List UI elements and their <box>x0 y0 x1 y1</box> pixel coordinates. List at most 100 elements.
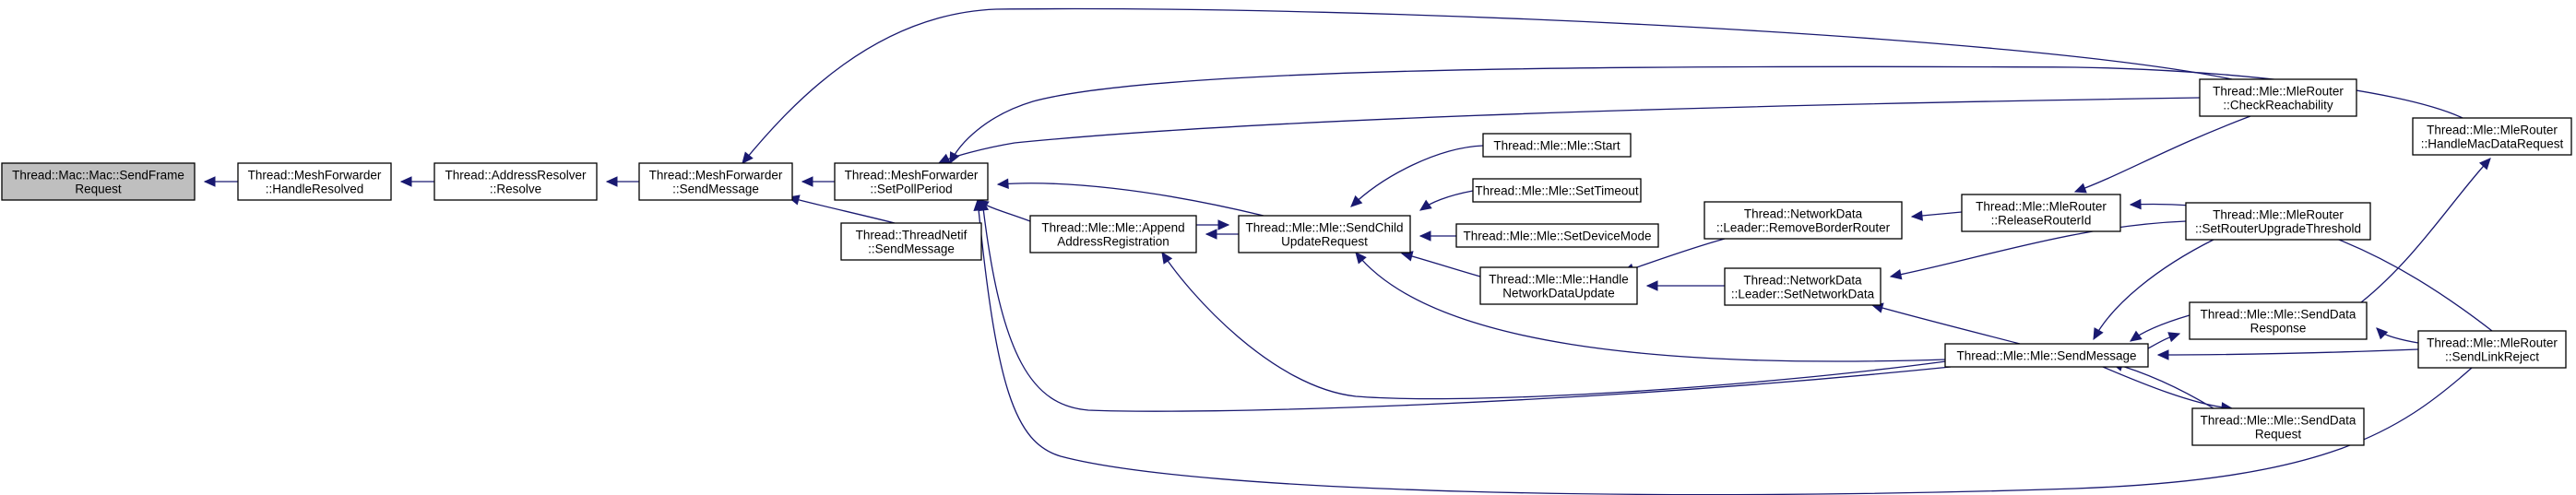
node-n15[interactable]: Thread::Mle::MleRouter::CheckReachabilit… <box>2199 78 2357 117</box>
edge-arrowhead <box>996 178 1009 190</box>
edge-arrowhead <box>1645 280 1658 291</box>
node-box[interactable] <box>1482 133 1632 158</box>
edge-arrowhead <box>605 176 618 187</box>
node-n10[interactable]: Thread::Mle::Mle::SetDeviceMode <box>1455 223 1659 248</box>
edge-n21-n16 <box>2157 348 2419 356</box>
node-label-line: NetworkDataUpdate <box>1502 287 1615 301</box>
node-box[interactable] <box>1238 215 1411 253</box>
node-label-line: Thread::Mle::MleRouter <box>2213 208 2344 222</box>
node-label-line: ::SetPollPeriod <box>870 183 952 196</box>
edge-n16-n7 <box>1355 252 1947 362</box>
edge-arrowhead <box>2376 327 2389 340</box>
node-n13[interactable]: Thread::NetworkData::Leader::SetNetworkD… <box>1724 267 1882 306</box>
nodes-layer: Thread::Mac::Mac::SendFrameRequestThread… <box>1 78 2572 446</box>
edge-n16-n19 <box>2102 366 2233 409</box>
node-box[interactable] <box>2191 407 2365 446</box>
node-label-line: ::Resolve <box>490 183 541 196</box>
node-label-line: Thread::Mle::Mle::Start <box>1493 139 1620 153</box>
node-n8[interactable]: Thread::Mle::Mle::Start <box>1482 133 1632 158</box>
edge-arrowhead <box>1161 251 1173 265</box>
edge-arrowhead <box>1355 252 1367 265</box>
node-box[interactable] <box>834 162 989 201</box>
node-n14[interactable]: Thread::Mle::MleRouter::ReleaseRouterId <box>1961 194 2121 232</box>
node-label-line: Thread::Mle::Mle::SendMessage <box>1956 349 2136 363</box>
node-box[interactable] <box>1724 267 1882 306</box>
edge-n8-n7 <box>1350 145 1484 207</box>
edge-arrowhead <box>2167 332 2181 343</box>
node-label-line: Thread::Mle::MleRouter <box>1976 200 2107 214</box>
node-box[interactable] <box>1455 223 1659 248</box>
node-n20[interactable]: Thread::Mle::MleRouter::HandleMacDataReq… <box>2412 117 2572 156</box>
node-label-line: ::SendLinkReject <box>2445 350 2539 364</box>
node-box[interactable] <box>2189 301 2368 340</box>
node-label-line: Thread::Mle::Mle::SetDeviceMode <box>1463 230 1651 243</box>
node-n16[interactable]: Thread::Mle::Mle::SendMessage <box>1944 343 2149 368</box>
node-label-line: Thread::Mle::Mle::SetTimeout <box>1475 184 1639 198</box>
node-label-line: Thread::Mle::Mle::Append <box>1041 221 1184 235</box>
edge-arrowhead <box>973 198 984 212</box>
edge-arrowhead <box>2156 349 2169 360</box>
node-box[interactable] <box>1944 343 2149 368</box>
node-box[interactable] <box>638 162 793 201</box>
node-label-line: Thread::Mle::MleRouter <box>2427 124 2558 137</box>
node-label-line: Thread::Mle::Mle::SendData <box>2201 308 2356 322</box>
edge-arrowhead <box>399 176 412 187</box>
node-label-line: Request <box>2255 428 2302 442</box>
node-label-line: ::HandleMacDataRequest <box>2421 137 2564 151</box>
node-n1[interactable]: Thread::MeshForwarder::HandleResolved <box>237 162 392 201</box>
edge-arrowhead <box>1217 219 1230 230</box>
edge-arrowhead <box>2129 198 2142 210</box>
node-box[interactable] <box>2185 202 2371 241</box>
node-label-line: Thread::Mle::Mle::SendData <box>2201 414 2356 428</box>
node-label-line: ::CheckReachability <box>2223 99 2333 112</box>
node-box[interactable] <box>1029 215 1197 253</box>
node-n6[interactable]: Thread::Mle::Mle::AppendAddressRegistrat… <box>1029 215 1197 253</box>
edge-n16-n4 <box>981 199 1952 412</box>
edge-n17-n13 <box>1890 220 2187 277</box>
edge-n16-n13 <box>1871 304 2021 345</box>
edge-n17-n16 <box>2093 239 2214 340</box>
edge-n15-n3 <box>742 7 2233 164</box>
node-n4[interactable]: Thread::MeshForwarder::SetPollPeriod <box>834 162 989 201</box>
node-n3[interactable]: Thread::MeshForwarder::SendMessage <box>638 162 793 201</box>
edge-arrowhead <box>1205 229 1217 240</box>
node-n21[interactable]: Thread::Mle::MleRouter::SendLinkReject <box>2417 330 2567 369</box>
node-box[interactable] <box>2199 78 2357 117</box>
node-box[interactable] <box>2417 330 2567 369</box>
edge-arrowhead <box>2073 183 2087 194</box>
node-label-line: ::Leader::RemoveBorderRouter <box>1716 221 1891 235</box>
edge-arrowhead <box>2478 158 2491 171</box>
node-box[interactable] <box>237 162 392 201</box>
edge-arrowhead <box>1419 230 1431 242</box>
node-box[interactable] <box>1961 194 2121 232</box>
node-box[interactable] <box>1703 201 1903 240</box>
edge-arrowhead <box>2093 327 2104 341</box>
node-box[interactable] <box>1479 266 1638 305</box>
node-box[interactable] <box>1 162 196 201</box>
node-box[interactable] <box>840 222 982 261</box>
node-label-line: ::SendMessage <box>672 183 759 196</box>
node-box[interactable] <box>1472 178 1642 203</box>
node-label-line: Thread::NetworkData <box>1744 207 1863 221</box>
node-n17[interactable]: Thread::Mle::MleRouter::SetRouterUpgrade… <box>2185 202 2371 241</box>
node-box[interactable] <box>2412 117 2572 156</box>
node-n5[interactable]: Thread::ThreadNetif::SendMessage <box>840 222 982 261</box>
node-n11[interactable]: Thread::Mle::Mle::HandleNetworkDataUpdat… <box>1479 266 1638 305</box>
node-n12[interactable]: Thread::NetworkData::Leader::RemoveBorde… <box>1703 201 1903 240</box>
node-label-line: ::SetRouterUpgradeThreshold <box>2195 222 2361 236</box>
edge-arrowhead <box>937 153 951 164</box>
edge-n16-n6 <box>1161 252 1947 400</box>
node-label-line: Thread::AddressResolver <box>445 169 587 183</box>
edge-arrowhead <box>801 176 813 187</box>
node-n9[interactable]: Thread::Mle::Mle::SetTimeout <box>1472 178 1642 203</box>
edge-arrowhead <box>1419 199 1432 211</box>
node-box[interactable] <box>433 162 598 201</box>
node-label-line: Thread::Mle::MleRouter <box>2427 336 2558 350</box>
node-n2[interactable]: Thread::AddressResolver::Resolve <box>433 162 598 201</box>
node-label-line: Thread::Mle::MleRouter <box>2213 85 2344 99</box>
